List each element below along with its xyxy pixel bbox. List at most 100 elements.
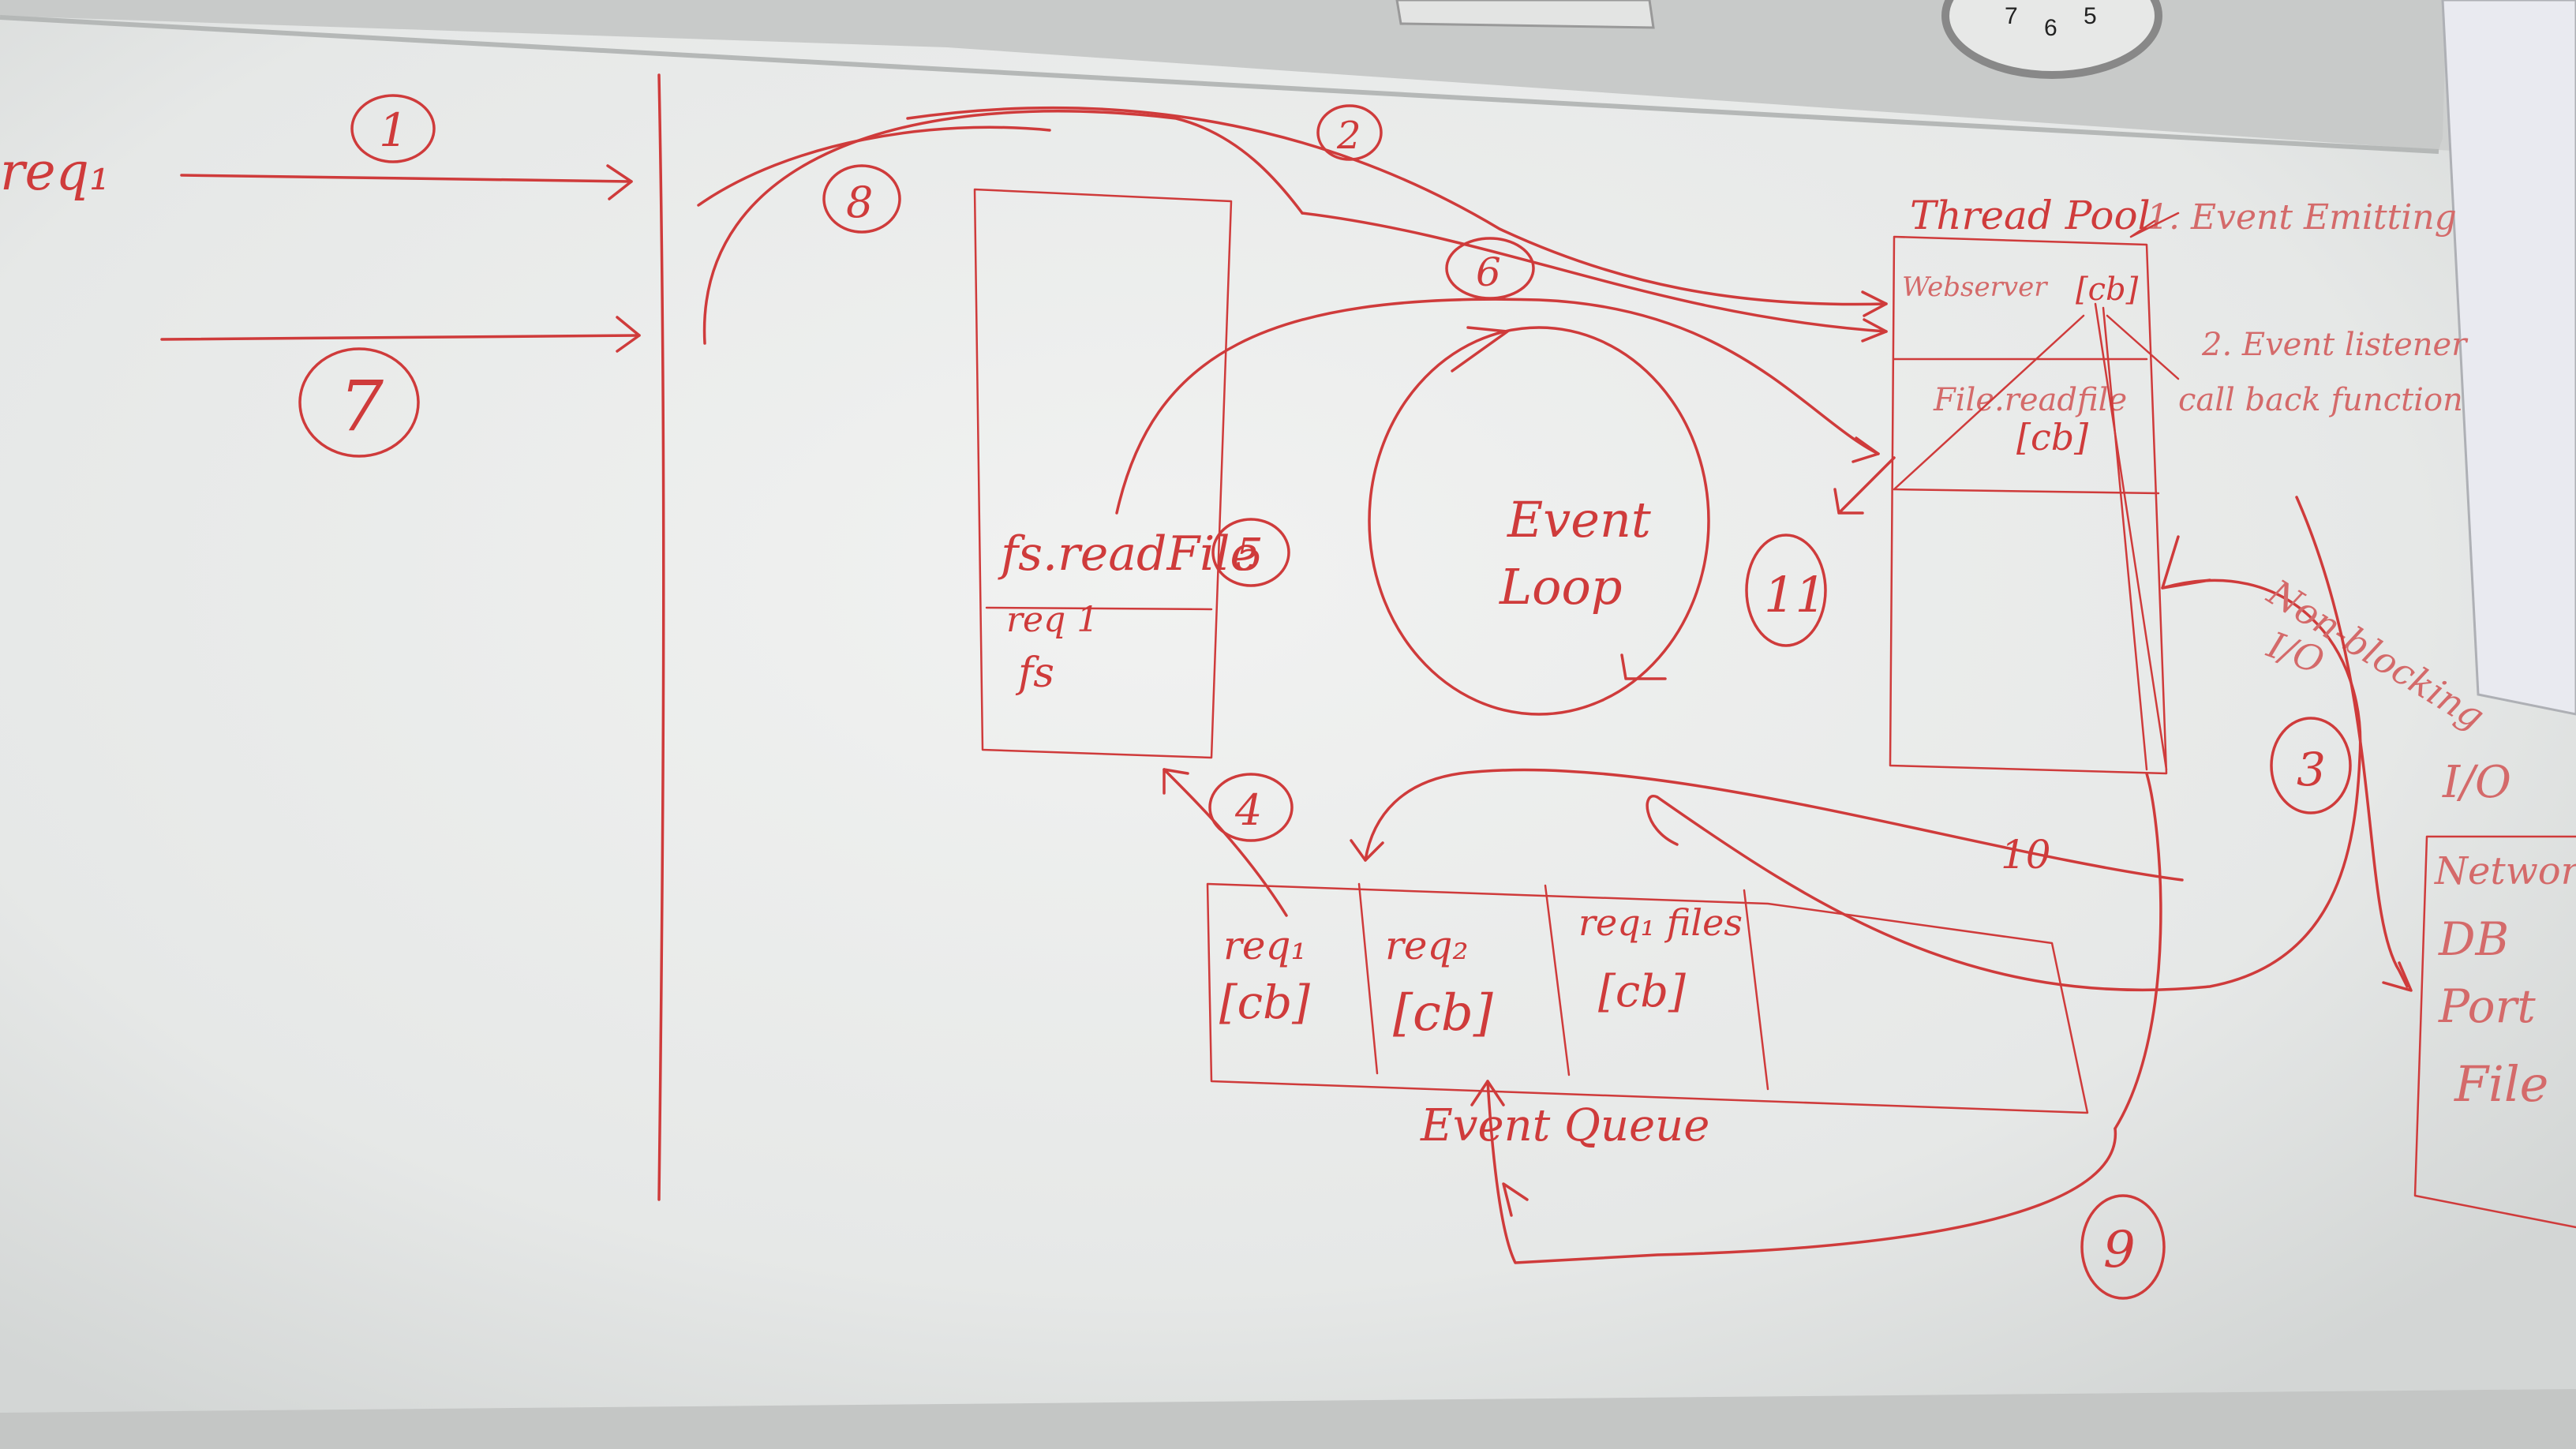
event-listener-label: 2. Event listener xyxy=(2201,327,2469,363)
webserver-cb: [cb] xyxy=(2076,271,2139,308)
event-queue-label: Event Queue xyxy=(1420,1100,1709,1151)
thread-pool-divider xyxy=(1893,488,2160,495)
step-circle-3 xyxy=(2270,717,2352,814)
event-queue-divider xyxy=(1357,882,1379,1075)
thread-pool-line xyxy=(1893,314,2085,491)
board-tray xyxy=(0,1389,2576,1449)
thread-pool-line xyxy=(2094,302,2168,771)
arrow-to-io xyxy=(2295,496,2409,988)
arrow-step-9-up xyxy=(2114,772,2162,1130)
event-loop-arrow xyxy=(1451,326,1509,373)
queue-cell-cb: [cb] xyxy=(1393,984,1494,1043)
whiteboard-top-rail xyxy=(0,0,2447,150)
queue-cell-name: req₁ files xyxy=(1578,901,1743,944)
arc-step-8-inner xyxy=(697,125,1051,207)
event-queue-divider xyxy=(1544,884,1571,1076)
file-readfile-cb: [cb] xyxy=(2016,416,2088,459)
divider-line xyxy=(657,73,665,1201)
clock-number: 6 xyxy=(2044,15,2057,41)
thread-pool-box xyxy=(1889,235,2168,775)
event-queue-box xyxy=(1206,882,2089,1114)
wall-clock: 7 6 5 xyxy=(1941,0,2162,79)
arrow-step-11 xyxy=(1833,456,1896,515)
call-stack-entry: req 1 xyxy=(1006,600,1099,640)
call-stack-entry: fs.readFile xyxy=(998,526,1258,582)
io-item: Port xyxy=(2438,979,2536,1033)
event-loop-label: Loop xyxy=(1499,558,1623,616)
step-1-label: 1 xyxy=(379,103,408,157)
rail-edge xyxy=(0,15,2439,154)
event-emitting-arrow xyxy=(2129,212,2180,238)
step-circle-4 xyxy=(1208,773,1294,842)
step-circle-1 xyxy=(350,94,436,163)
arrow-head xyxy=(2161,535,2211,590)
clock-number: 7 xyxy=(2005,3,2018,29)
call-stack-entry: fs xyxy=(1015,650,1054,697)
queue-cell-name: req₂ xyxy=(1385,923,1469,968)
step-9-label: 9 xyxy=(2103,1221,2136,1279)
io-item: File xyxy=(2454,1055,2548,1113)
step-8-label: 8 xyxy=(846,178,873,227)
step-circle-7 xyxy=(298,347,420,458)
arc-step-8 xyxy=(702,110,1304,345)
arrow-head xyxy=(1852,436,1880,463)
arrow-head xyxy=(1861,318,1888,343)
step-6-label: 6 xyxy=(1476,249,1501,295)
queue-cell-cb: [cb] xyxy=(1219,975,1310,1029)
arrow-step-6 xyxy=(1115,298,1880,515)
arrow-head xyxy=(1350,839,1384,862)
arrow-step-7 xyxy=(160,334,641,341)
event-loop-arrow xyxy=(1620,653,1667,680)
io-item: Network xyxy=(2434,849,2576,893)
arrow-head xyxy=(606,164,633,200)
file-readfile-label: File.readfile xyxy=(1933,382,2127,418)
arrow-head xyxy=(2382,961,2413,992)
io-item: DB xyxy=(2438,912,2509,966)
arrow-head xyxy=(1470,1080,1505,1106)
arrow-step-2 xyxy=(906,106,1888,306)
arrow-step-10 xyxy=(1364,768,2184,882)
thread-pool-title: Thread Pool xyxy=(1910,193,2151,238)
step-circle-8 xyxy=(822,164,901,234)
webserver-label: Webserver xyxy=(1902,271,2048,303)
step-circle-9 xyxy=(2080,1194,2166,1300)
arrow-step-1 xyxy=(180,174,633,183)
arrow-head xyxy=(616,316,641,353)
step-11-label: 11 xyxy=(1764,566,1826,623)
step-3-label: 3 xyxy=(2297,743,2326,796)
step-circle-5 xyxy=(1211,518,1290,587)
step-10-label: 10 xyxy=(2001,832,2051,878)
step-circle-11 xyxy=(1745,534,1827,647)
clock-number: 5 xyxy=(2084,3,2097,29)
call-stack-divider xyxy=(985,606,1213,611)
step-circle-2 xyxy=(1316,104,1383,161)
marker-box xyxy=(1395,0,1655,29)
event-loop-circle xyxy=(1368,326,1710,716)
arrow-head xyxy=(1502,1182,1529,1217)
event-loop-label: Event xyxy=(1507,491,1651,549)
step-2-label: 2 xyxy=(1336,114,1361,158)
callback-function-label: call back function xyxy=(2178,382,2463,418)
step-5-label: 5 xyxy=(1235,530,1264,581)
queue-cell-cb: [cb] xyxy=(1598,966,1686,1017)
arrow-step-9 xyxy=(1486,1080,2117,1264)
io-title: I/O xyxy=(2442,757,2511,808)
thread-pool-line xyxy=(2102,306,2148,771)
call-stack-box xyxy=(973,188,1233,759)
step-7-label: 7 xyxy=(339,365,384,447)
step-4-label: 4 xyxy=(1234,785,1262,835)
arrow-step-3-10 xyxy=(1646,578,2362,992)
event-emitting-label: 1. Event Emitting xyxy=(2147,197,2457,238)
arrow-step-2b xyxy=(1301,212,1888,333)
event-queue-divider xyxy=(1743,889,1769,1091)
arrow-head xyxy=(1163,768,1189,795)
io-box xyxy=(2413,835,2576,1229)
arrow-head xyxy=(1861,290,1888,317)
step-circle-6 xyxy=(1445,237,1535,300)
projector-screen xyxy=(2441,0,2576,716)
listener-arrow xyxy=(2106,314,2180,380)
req1-label: req₁ xyxy=(0,141,110,202)
queue-cell-name: req₁ xyxy=(1223,923,1307,968)
